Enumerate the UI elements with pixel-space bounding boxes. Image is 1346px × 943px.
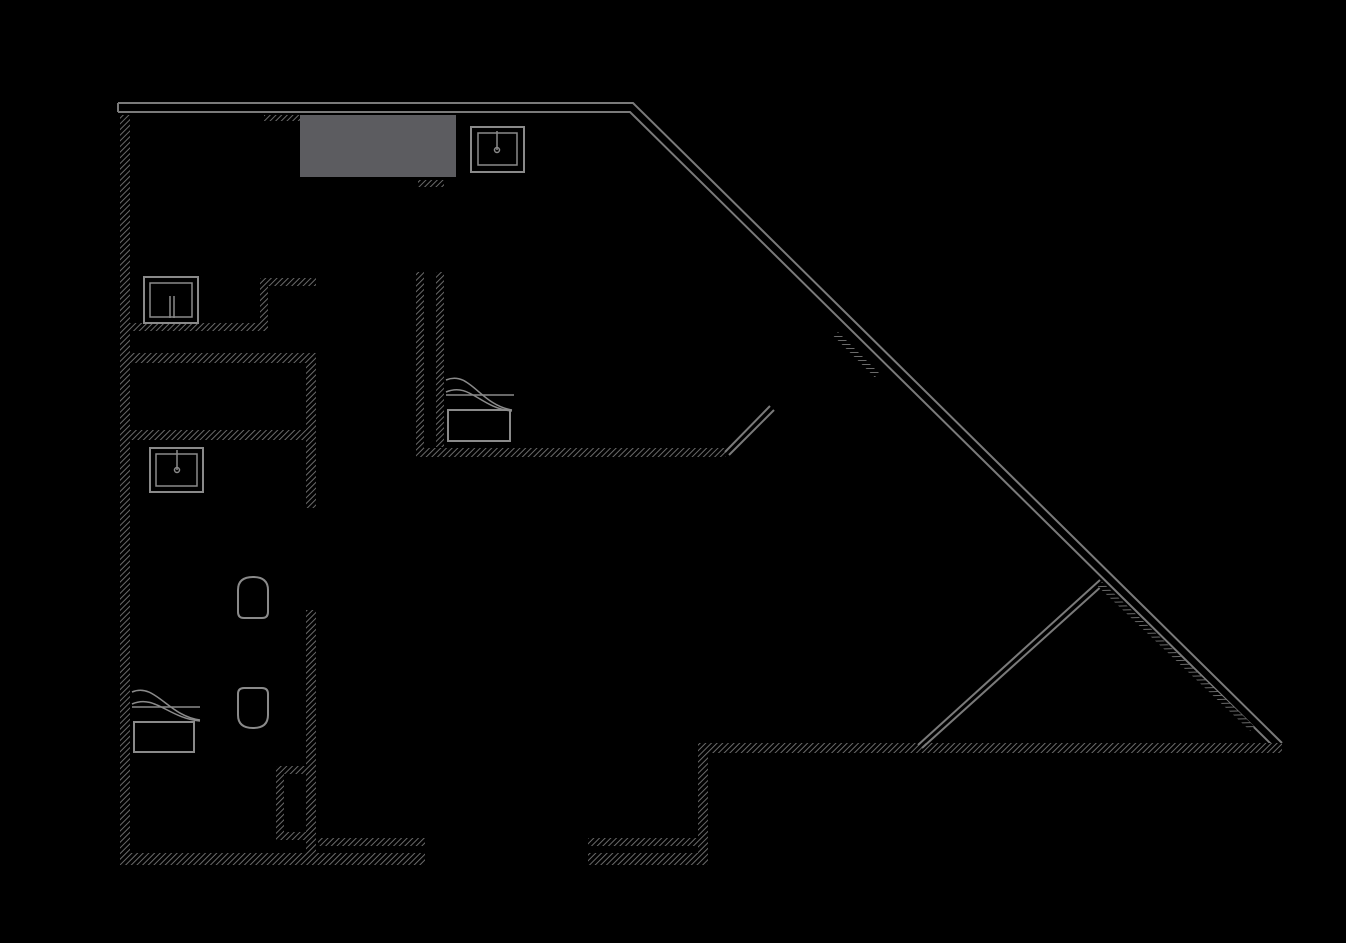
closet-top-wall: [130, 353, 316, 363]
bottom-wall-right: [588, 853, 708, 865]
shaft-box-bottom: [276, 832, 316, 840]
left-exterior-wall: [120, 115, 130, 865]
upper-left-room-stub-h: [260, 278, 316, 286]
toilet-icon: [237, 575, 269, 619]
sink-icon: [143, 276, 199, 324]
bottom-inner-wall-left: [318, 838, 425, 846]
triangle-room: [917, 579, 1255, 749]
shaft-box-left: [276, 766, 284, 840]
bath-right-wall-lower: [306, 610, 316, 855]
bath-right-wall-upper: [306, 353, 316, 508]
top-inner-wall: [264, 115, 300, 121]
center-bath-left-wall-inner: [436, 272, 444, 447]
bottom-inner-wall-right: [588, 838, 698, 846]
center-bath-door-swing: [724, 405, 775, 456]
toilet-icon: [237, 687, 269, 730]
step-wall-vertical: [698, 743, 708, 865]
bathtub-icon: [131, 689, 201, 753]
kitchen-cabinet: [300, 115, 456, 177]
diagonal-wall-segment: [833, 332, 880, 378]
bathtub-icon: [445, 377, 514, 442]
top-exterior-wall: [117, 102, 1283, 746]
shaft-box: [276, 766, 316, 774]
bottom-wall-left: [120, 853, 425, 865]
closet-bottom-wall: [130, 430, 308, 440]
center-bath-left-wall: [416, 272, 424, 457]
sink-icon: [470, 126, 525, 173]
upper-left-room-wall: [130, 323, 260, 331]
step-wall-horizontal: [698, 743, 1282, 753]
counter-hatch: [418, 180, 444, 187]
upper-left-room-stub-v: [260, 278, 268, 331]
center-bath-bottom-wall: [416, 448, 726, 457]
sink-icon: [149, 447, 204, 493]
